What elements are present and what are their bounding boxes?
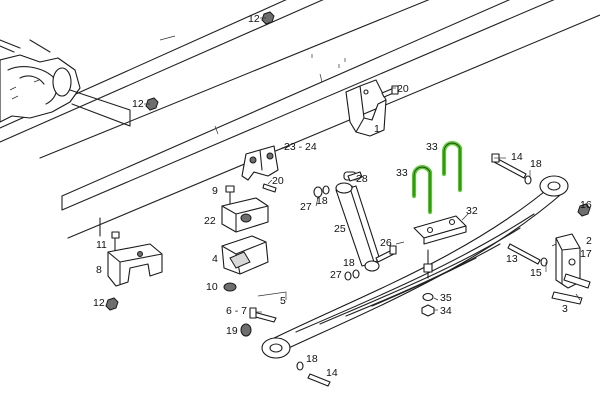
u-bolt-33-rear bbox=[441, 141, 463, 193]
bolt-14-front bbox=[307, 373, 331, 387]
callout-14-front: 14 bbox=[326, 367, 338, 379]
callout-18-upper: 18 bbox=[316, 195, 328, 207]
callout-14-rear: 14 bbox=[511, 151, 523, 163]
bump-stop-block-22 bbox=[221, 197, 269, 233]
washer-18-front bbox=[296, 361, 304, 371]
nut-12-mid bbox=[145, 97, 159, 111]
axle-housing bbox=[0, 39, 131, 127]
bolt-13 bbox=[507, 243, 541, 265]
bolt-11 bbox=[111, 231, 120, 253]
callout-11: 11 bbox=[96, 239, 107, 251]
callout-34: 34 bbox=[440, 305, 452, 317]
callout-4: 4 bbox=[212, 253, 218, 265]
shackle-pin-2 bbox=[551, 291, 583, 305]
nut-34 bbox=[421, 304, 435, 317]
callout-25: 25 bbox=[334, 223, 346, 235]
callout-20-lower: 20 bbox=[272, 175, 284, 187]
callout-20-upper: 20 bbox=[397, 83, 409, 95]
callout-22: 22 bbox=[204, 215, 216, 227]
callout-1: 1 bbox=[374, 123, 380, 135]
u-bolt-33-front bbox=[411, 165, 433, 215]
nut-12-lower bbox=[105, 297, 119, 311]
callout-16: 16 bbox=[580, 199, 592, 211]
bolt-28 bbox=[347, 171, 363, 182]
washer-18-rear bbox=[524, 175, 532, 185]
callout-6-7: 6 - 7 bbox=[226, 305, 247, 317]
callout-26: 26 bbox=[380, 237, 392, 249]
callout-33-front: 33 bbox=[396, 167, 408, 179]
callout-33-rear: 33 bbox=[426, 141, 438, 153]
washer-35 bbox=[422, 292, 434, 302]
nut-12-rear bbox=[577, 203, 591, 217]
callout-5: 5 bbox=[280, 295, 286, 307]
bolt-20-upper bbox=[381, 85, 399, 98]
callout-12-mid: 12 bbox=[132, 98, 144, 110]
bolt-26 bbox=[375, 245, 397, 263]
center-bolt-15 bbox=[423, 249, 433, 279]
washers-27-18-lower bbox=[344, 269, 360, 281]
callout-13: 13 bbox=[506, 253, 518, 265]
washer-18-shackle bbox=[540, 257, 548, 267]
callout-3: 3 bbox=[562, 303, 568, 315]
chassis-frame-rail bbox=[0, 0, 600, 239]
callout-18-lower: 18 bbox=[343, 257, 355, 269]
callout-12-top: 12 bbox=[248, 13, 260, 25]
leaf-spring-5 bbox=[257, 175, 569, 359]
bracket-plate-8 bbox=[107, 243, 163, 287]
shackle-pin-3 bbox=[563, 273, 591, 289]
shock-absorber-25 bbox=[335, 171, 381, 272]
callout-35: 35 bbox=[440, 292, 452, 304]
front-hanger-bracket bbox=[345, 79, 387, 137]
callout-8: 8 bbox=[96, 264, 102, 276]
callout-18-rear: 18 bbox=[530, 158, 542, 170]
spring-plate-32 bbox=[413, 215, 467, 245]
callout-9: 9 bbox=[212, 185, 218, 197]
callout-2: 2 bbox=[586, 235, 592, 247]
callout-18-front: 18 bbox=[306, 353, 318, 365]
callout-27-lower: 27 bbox=[330, 269, 342, 281]
bolt-20-lower bbox=[262, 183, 277, 193]
callout-12-lower: 12 bbox=[93, 297, 105, 309]
washers-27-18-upper bbox=[313, 185, 330, 198]
leader-lines bbox=[144, 17, 581, 313]
callout-27-upper: 27 bbox=[300, 201, 312, 213]
bolt-6-7 bbox=[249, 307, 277, 323]
callout-23-24: 23 - 24 bbox=[284, 141, 317, 153]
callout-15: 15 bbox=[530, 267, 542, 279]
callout-28: 28 bbox=[356, 173, 368, 185]
washer-19 bbox=[240, 323, 252, 337]
callout-labels: 12 20 1 12 23 - 24 33 33 14 18 28 20 9 2… bbox=[93, 13, 592, 379]
bump-stop-4 bbox=[221, 235, 269, 275]
callout-32: 32 bbox=[466, 205, 478, 217]
callout-19: 19 bbox=[226, 325, 238, 337]
bracket-23-24 bbox=[241, 145, 279, 181]
washer-10 bbox=[223, 282, 237, 292]
callout-17: 17 bbox=[580, 248, 592, 260]
nut-12-top bbox=[261, 11, 275, 25]
callout-10: 10 bbox=[206, 281, 218, 293]
